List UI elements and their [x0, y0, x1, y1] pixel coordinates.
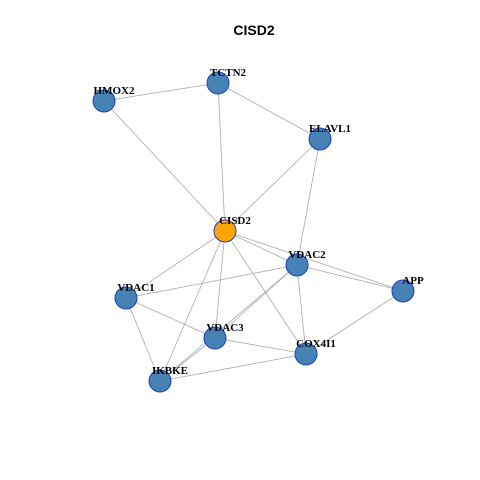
edge-elavl1-vdac2: [296, 138, 321, 266]
edge-vdac2-cox4i1: [296, 264, 307, 355]
edge-elavl1-cisd2: [224, 138, 321, 232]
node-circle-hmox2[interactable]: [92, 89, 116, 113]
node-circle-app[interactable]: [391, 279, 415, 303]
edge-app-cox4i1: [305, 290, 404, 355]
node-circle-elavl1[interactable]: [308, 127, 332, 151]
edge-layer: [103, 82, 404, 382]
node-hmox2[interactable]: HMOX2: [92, 85, 135, 113]
node-elavl1[interactable]: ELAVL1: [308, 123, 351, 151]
edge-cisd2-vdac1: [125, 230, 226, 299]
edge-ikbke-cox4i1: [159, 353, 307, 382]
node-label-vdac2: VDAC2: [288, 249, 326, 261]
node-label-vdac3: VDAC3: [206, 322, 244, 334]
node-label-elavl1: ELAVL1: [309, 123, 351, 135]
edge-cisd2-vdac2: [224, 230, 298, 266]
node-circle-vdac3[interactable]: [203, 326, 227, 350]
node-circle-cisd2[interactable]: [213, 219, 237, 243]
edge-cisd2-vdac3: [214, 230, 226, 339]
node-app[interactable]: APP: [391, 275, 424, 303]
node-circle-vdac1[interactable]: [114, 286, 138, 310]
node-label-app: APP: [402, 275, 424, 287]
node-tctn2[interactable]: TCTN2: [206, 67, 247, 95]
node-label-cisd2: CISD2: [219, 215, 251, 227]
edge-tctn2-cisd2: [217, 82, 226, 232]
node-label-hmox2: HMOX2: [94, 85, 135, 97]
node-cisd2[interactable]: CISD2: [213, 215, 251, 243]
node-ikbke[interactable]: IKBKE: [148, 365, 188, 393]
node-label-cox4i1: COX4I1: [296, 338, 336, 350]
edge-hmox2-tctn2: [103, 82, 219, 102]
edge-vdac2-vdac3: [214, 264, 298, 339]
edge-vdac3-ikbke: [159, 337, 216, 382]
edge-cisd2-app: [224, 230, 404, 292]
node-vdac2[interactable]: VDAC2: [285, 249, 326, 277]
edge-vdac2-app: [296, 264, 404, 292]
node-label-tctn2: TCTN2: [210, 67, 247, 79]
edge-vdac1-vdac3: [125, 297, 216, 339]
node-vdac3[interactable]: VDAC3: [203, 322, 244, 350]
edge-vdac1-ikbke: [125, 297, 161, 382]
edge-vdac3-cox4i1: [214, 337, 307, 355]
node-vdac1[interactable]: VDAC1: [114, 282, 155, 310]
node-label-ikbke: IKBKE: [152, 365, 188, 377]
node-circle-vdac2[interactable]: [285, 253, 309, 277]
edge-cisd2-ikbke: [159, 230, 226, 382]
diagram-title: CISD2: [233, 22, 274, 38]
edge-tctn2-elavl1: [217, 82, 321, 140]
node-label-vdac1: VDAC1: [117, 282, 154, 294]
node-circle-tctn2[interactable]: [206, 71, 230, 95]
edge-vdac2-ikbke: [159, 264, 298, 382]
node-circle-ikbke[interactable]: [148, 369, 172, 393]
edge-vdac2-vdac1: [125, 264, 298, 299]
edge-cisd2-cox4i1: [224, 230, 307, 355]
edge-hmox2-cisd2: [103, 100, 226, 232]
node-circle-cox4i1[interactable]: [294, 342, 318, 366]
node-cox4i1[interactable]: COX4I1: [294, 338, 336, 366]
